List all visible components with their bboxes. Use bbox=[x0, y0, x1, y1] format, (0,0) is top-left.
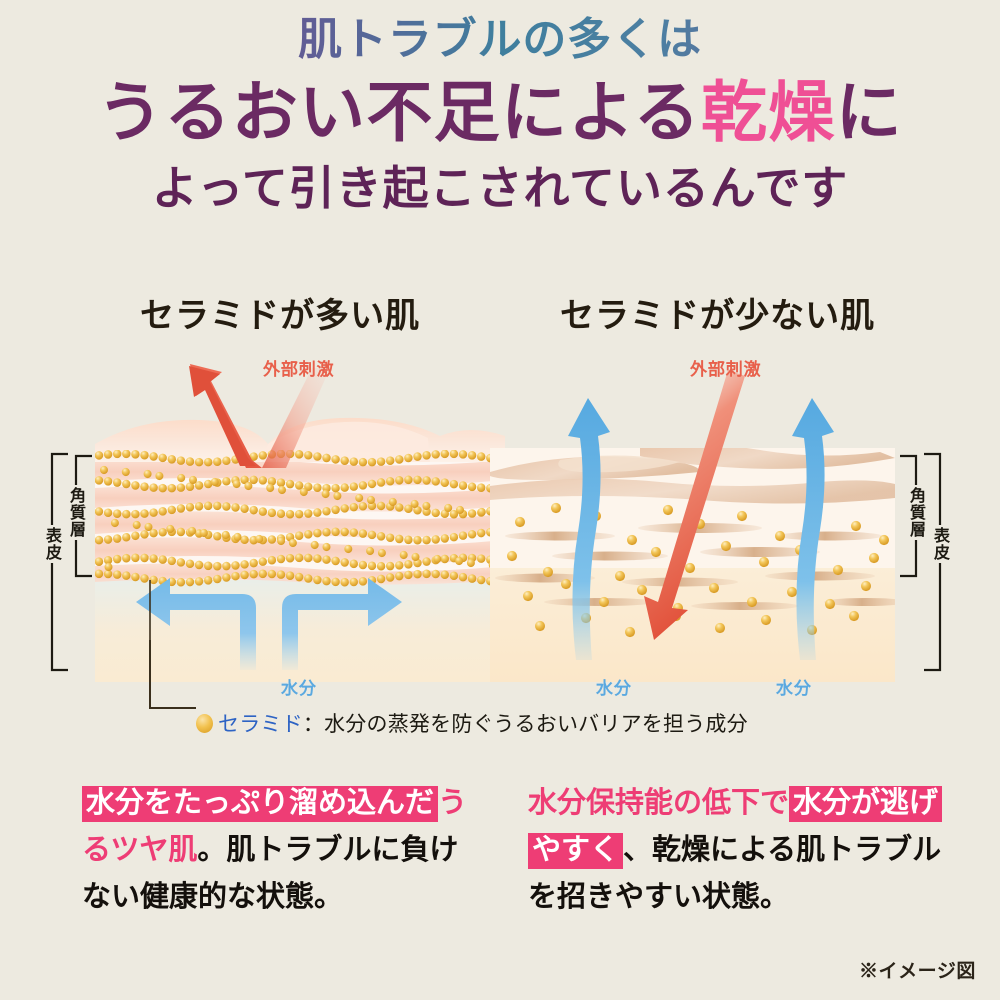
ceramide-legend: セラミド：水分の蒸発を防ぐうるおいバリアを担う成分 bbox=[196, 708, 748, 738]
skin-cross-section-svg bbox=[50, 364, 942, 709]
headline-line-1: 肌トラブルの多くは bbox=[0, 8, 1000, 72]
left-stimulus-label: 外部刺激 bbox=[263, 360, 335, 379]
copy-right: 水分保持能の低下で水分が逃げやすく、乾燥による肌トラブルを招きやすい状態。 bbox=[528, 780, 948, 921]
right-bracket-label-corneum: 角質層 bbox=[903, 485, 927, 540]
headline-line-2-part-a: うるおい不足による bbox=[97, 77, 701, 150]
left-bracket-label-epidermis: 表皮 bbox=[39, 525, 63, 563]
legend-term: セラミド bbox=[218, 712, 303, 736]
left-bracket-label-corneum: 角質層 bbox=[63, 485, 87, 540]
headline-line-2-part-c: に bbox=[835, 77, 903, 150]
headline-line-3: よって引き起こされているんです bbox=[151, 163, 849, 214]
ceramide-dot-icon bbox=[196, 713, 213, 733]
copy-right-body: 、乾燥による肌トラブルを招きやすい状態。 bbox=[528, 834, 942, 913]
legend-leader-line bbox=[149, 640, 196, 709]
panel-title-left: セラミドが多い肌 bbox=[140, 298, 421, 335]
left-water-label: 水分 bbox=[281, 679, 317, 698]
headline-block: 肌トラブルの多くは うるおい不足による乾燥に よって引き起こされているんです bbox=[0, 8, 1000, 222]
legend-description: 水分の蒸発を防ぐうるおいバリアを担う成分 bbox=[324, 712, 748, 736]
copy-left-highlight: 水分をたっぷり溜め込んだ bbox=[82, 786, 439, 822]
headline-line-2: うるおい不足による乾燥に bbox=[0, 72, 1000, 156]
right-moisture-escape-arrows bbox=[568, 398, 834, 660]
copy-left: 水分をたっぷり溜め込んだうるツヤ肌。肌トラブルに負けない健康的な状態。 bbox=[82, 780, 482, 921]
left-external-stimulus-arrow bbox=[189, 364, 330, 468]
right-external-stimulus-arrow bbox=[644, 370, 745, 640]
left-ceramide-beads bbox=[95, 450, 505, 587]
copy-left-pink: うるツヤ肌 bbox=[82, 787, 468, 866]
skin-diagram: 外部刺激 外部刺激 水分 水分 水分 角質層 表皮 角質層 表皮 bbox=[0, 340, 1000, 740]
left-skin-surface bbox=[95, 417, 505, 462]
copy-right-pink: 水分保持能の低下で bbox=[528, 787, 790, 819]
right-bracket-label-epidermis: 表皮 bbox=[927, 525, 951, 563]
right-stimulus-label: 外部刺激 bbox=[690, 360, 762, 379]
right-water-label-2: 水分 bbox=[776, 679, 812, 698]
left-moisture-arrows bbox=[136, 578, 402, 670]
right-water-label-1: 水分 bbox=[596, 679, 632, 698]
copy-left-body: 。肌トラブルに負けない健康的な状態。 bbox=[82, 834, 459, 913]
footnote: ※イメージ図 bbox=[858, 961, 976, 982]
panel-title-right: セラミドが少ない肌 bbox=[560, 298, 876, 335]
headline-keyword-dryness: 乾燥 bbox=[700, 77, 836, 150]
legend-separator: ： bbox=[302, 712, 325, 736]
